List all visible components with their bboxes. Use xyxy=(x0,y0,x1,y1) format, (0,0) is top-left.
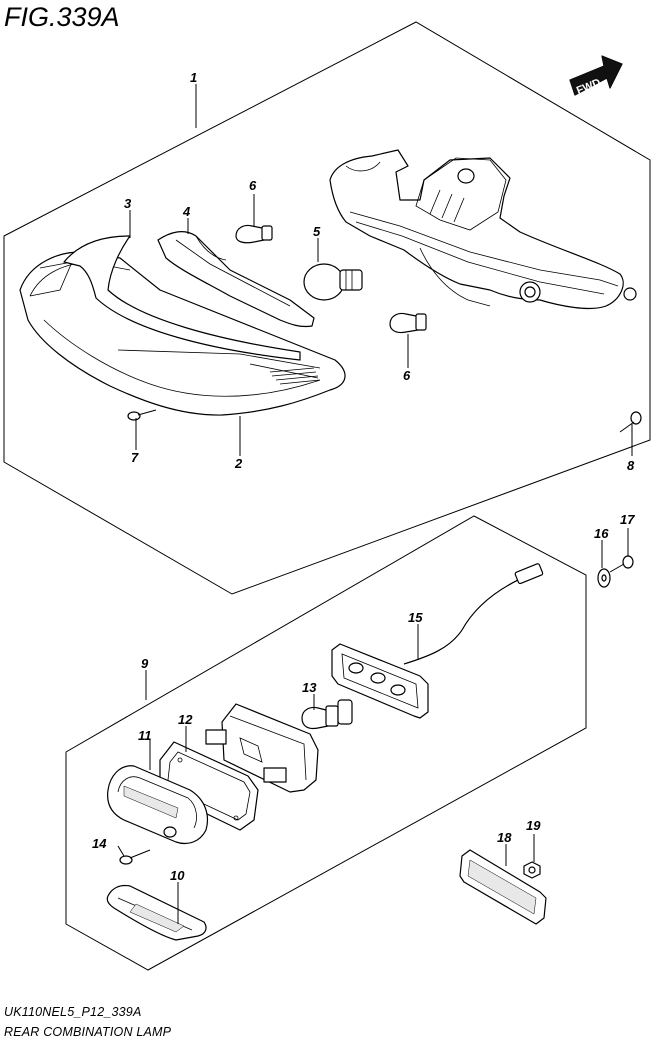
part-16-washer xyxy=(597,568,611,588)
callout-3: 3 xyxy=(124,196,132,211)
part-6-bulb-upper xyxy=(235,224,273,244)
part-9-lamp-housing xyxy=(205,703,319,793)
callout-10: 10 xyxy=(170,868,185,883)
leader-lines xyxy=(117,84,633,924)
callout-16: 16 xyxy=(594,526,609,541)
callout-6-lower: 6 xyxy=(403,368,411,383)
part-18-reflector xyxy=(459,849,547,925)
part-5-bulb xyxy=(303,263,363,301)
part-17-screw xyxy=(609,555,634,573)
part-11-lens xyxy=(107,765,209,845)
part-7-screw xyxy=(127,409,157,421)
figure-name: REAR COMBINATION LAMP xyxy=(4,1025,172,1039)
callout-1: 1 xyxy=(190,70,197,85)
callout-2: 2 xyxy=(234,456,243,471)
callout-14: 14 xyxy=(92,836,107,851)
callout-12: 12 xyxy=(178,712,193,727)
callout-18: 18 xyxy=(497,830,512,845)
figure-title: FIG.339A xyxy=(4,2,120,32)
callout-13: 13 xyxy=(302,680,317,695)
callout-19: 19 xyxy=(526,818,541,833)
callout-4: 4 xyxy=(182,204,191,219)
callout-8: 8 xyxy=(627,458,635,473)
part-14-screw xyxy=(119,849,151,865)
part-13-bulb xyxy=(301,699,353,730)
callout-6-upper: 6 xyxy=(249,178,257,193)
figure-code: UK110NEL5_P12_339A xyxy=(4,1005,142,1019)
part-19-nut xyxy=(523,861,541,879)
callout-11: 11 xyxy=(138,728,152,743)
part-8-screw xyxy=(619,411,642,433)
callout-labels: 1 2 3 4 5 6 6 7 8 9 10 11 12 13 14 15 16… xyxy=(92,70,635,883)
part-6-bulb-lower xyxy=(389,312,427,334)
part-4-inner-lens xyxy=(157,231,315,328)
part-15-wire-harness xyxy=(331,563,544,719)
callout-15: 15 xyxy=(408,610,423,625)
callout-17: 17 xyxy=(620,512,635,527)
callout-5: 5 xyxy=(313,224,321,239)
assembly-9-boundary xyxy=(65,515,587,971)
part-10-lens-cover xyxy=(106,884,207,941)
part-1-housing xyxy=(329,149,637,310)
assembly-1-boundary xyxy=(3,21,651,595)
callout-7: 7 xyxy=(131,450,139,465)
forward-direction-arrow: FWD xyxy=(569,55,623,97)
callout-9: 9 xyxy=(141,656,149,671)
